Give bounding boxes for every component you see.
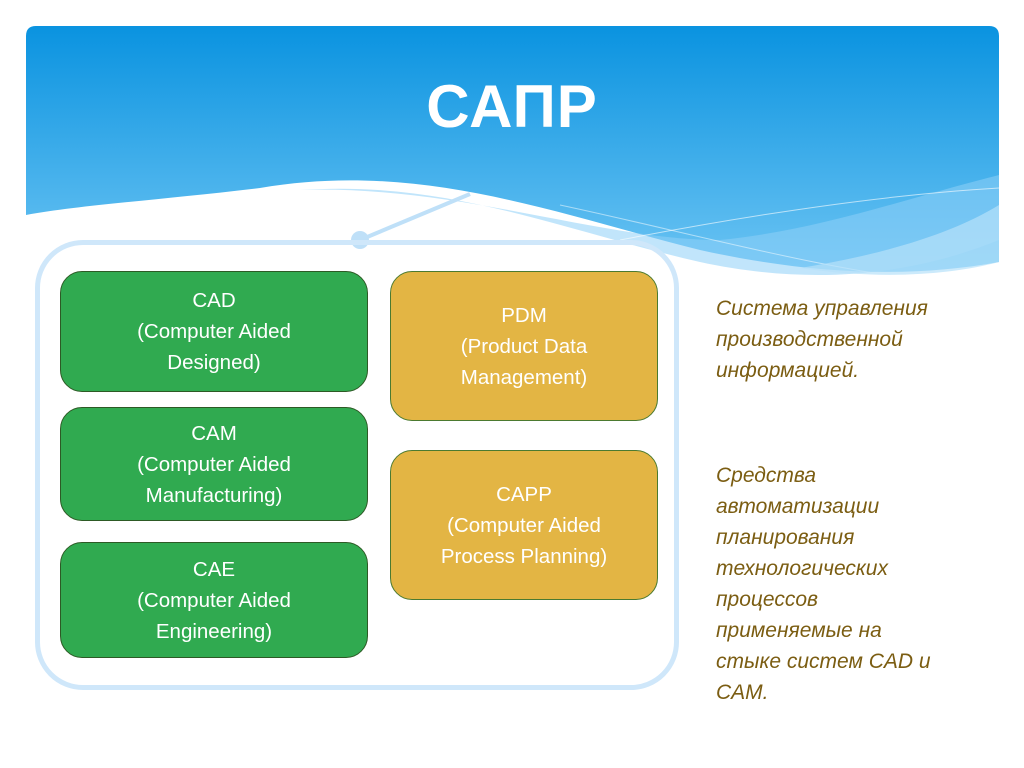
capp-description-line: Средства	[716, 464, 817, 487]
box-cad-line3: Designed)	[167, 351, 261, 374]
capp-description-line: планирования	[716, 526, 855, 549]
capp-description-line: CAM.	[716, 681, 769, 704]
box-pdm: PDM (Product Data Management)	[390, 271, 658, 421]
box-cad: CAD (Computer Aided Designed)	[60, 271, 368, 392]
capp-description-line: автоматизации	[716, 495, 880, 518]
slide-title: САПР	[426, 73, 598, 140]
box-pdm-abbr: PDM	[501, 303, 547, 327]
pdm-description-line: Система управления	[716, 297, 928, 320]
box-capp-abbr: CAPP	[496, 482, 552, 506]
pdm-description-line: информацией.	[716, 359, 860, 382]
box-cae-abbr: CAE	[192, 557, 236, 581]
capp-description-line: процессов	[716, 588, 819, 611]
capp-description-line: технологических	[716, 557, 888, 580]
box-cae: CAE (Computer Aided Engineering)	[60, 542, 368, 658]
box-cam: CAM (Computer Aided Manufacturing)	[60, 407, 368, 521]
box-pdm-line2: (Product Data	[460, 334, 588, 358]
box-cad-line2: (Computer Aided	[137, 320, 291, 343]
capp-description-line: применяемые на	[716, 619, 882, 642]
box-cae-line2: (Computer Aided	[137, 588, 291, 612]
pdm-description: Система управления производственной инфо…	[716, 293, 1006, 386]
pdm-description-line: производственной	[716, 328, 903, 351]
box-cam-abbr: CAM	[191, 421, 237, 445]
box-capp-line3: Process Planning)	[440, 544, 608, 568]
box-cae-line3: Engineering)	[155, 619, 273, 643]
box-cam-line3: Manufacturing)	[145, 483, 283, 507]
diagram-frame	[35, 240, 679, 690]
box-pdm-line3: Management)	[460, 365, 588, 389]
box-capp-line2: (Computer Aided	[447, 513, 601, 537]
box-cam-line2: (Computer Aided	[137, 452, 291, 476]
capp-description: Средства автоматизации планирования техн…	[716, 460, 1006, 708]
box-cad-abbr: CAD	[192, 289, 236, 312]
capp-description-line: стыке систем CAD и	[716, 650, 931, 673]
connector-line	[359, 192, 471, 242]
box-capp: CAPP (Computer Aided Process Planning)	[390, 450, 658, 600]
